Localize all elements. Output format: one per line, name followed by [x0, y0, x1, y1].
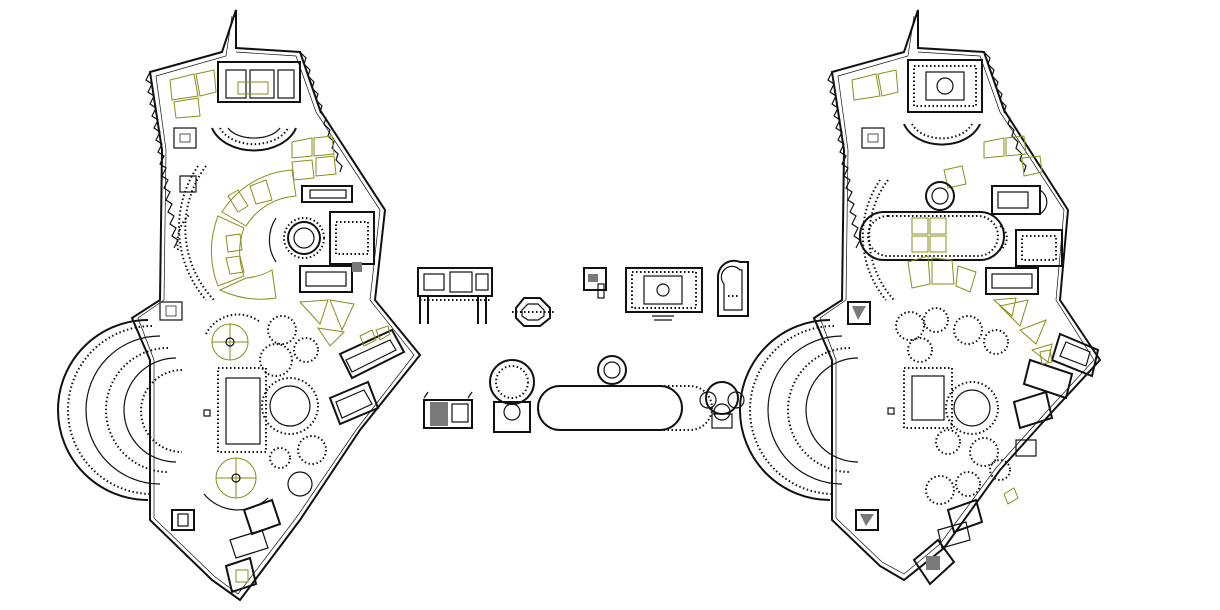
rotunda-north [925, 181, 955, 211]
site-boundary [130, 9, 422, 602]
serrated-edge-west [145, 71, 179, 249]
garden-plots-north [851, 69, 899, 101]
details-center [417, 259, 749, 433]
serrated-edge [299, 51, 343, 173]
circular-garden-north [211, 323, 249, 361]
detail-hatched-room [423, 391, 473, 429]
detail-apse-hall [716, 259, 749, 317]
detail-octagon [512, 297, 554, 327]
site-plan-right [739, 9, 1102, 586]
south-buildings [171, 498, 282, 594]
theatre-west [739, 319, 859, 501]
garden-plots-east [291, 135, 337, 181]
detail-pavilion [583, 267, 607, 299]
garden-sectors-central [210, 169, 297, 300]
serrated-edge-west [827, 71, 861, 249]
site-boundary-inner [137, 15, 415, 595]
detail-trefoil [699, 381, 745, 429]
rotunda-east [268, 217, 325, 263]
east-courtyard-building [299, 185, 375, 293]
detail-circus [537, 355, 713, 431]
baths-complex [895, 307, 1011, 505]
curved-colonnade [178, 165, 207, 301]
east-wing-buildings [328, 325, 406, 426]
garden-triangles [998, 299, 1053, 363]
east-courtyard-building [985, 229, 1063, 295]
north-building [217, 61, 301, 103]
apse-hall-east [991, 185, 1048, 215]
east-wing-buildings [1003, 332, 1100, 505]
garden-plots-east [943, 135, 1043, 189]
baths-complex [203, 313, 327, 511]
north-building [907, 59, 983, 113]
site-plan-left [57, 9, 422, 602]
site-boundary [812, 9, 1102, 582]
serrated-edge [983, 51, 1027, 173]
detail-rotunda [489, 359, 535, 433]
garden-sectors-central [907, 255, 1017, 317]
south-buildings [855, 498, 984, 586]
circus [859, 211, 1008, 261]
circular-garden-south [215, 457, 257, 499]
garden-triangles [298, 299, 355, 347]
detail-building-plan [417, 267, 493, 324]
site-boundary-inner [819, 15, 1095, 575]
hatched-pavilion [847, 301, 871, 325]
exedra-north [211, 127, 297, 152]
small-pavilion [173, 127, 197, 149]
theatre-west [57, 319, 183, 501]
detail-courtyard-plan [625, 267, 703, 321]
garden-plots-north [169, 69, 217, 119]
exedra-north [903, 123, 981, 146]
